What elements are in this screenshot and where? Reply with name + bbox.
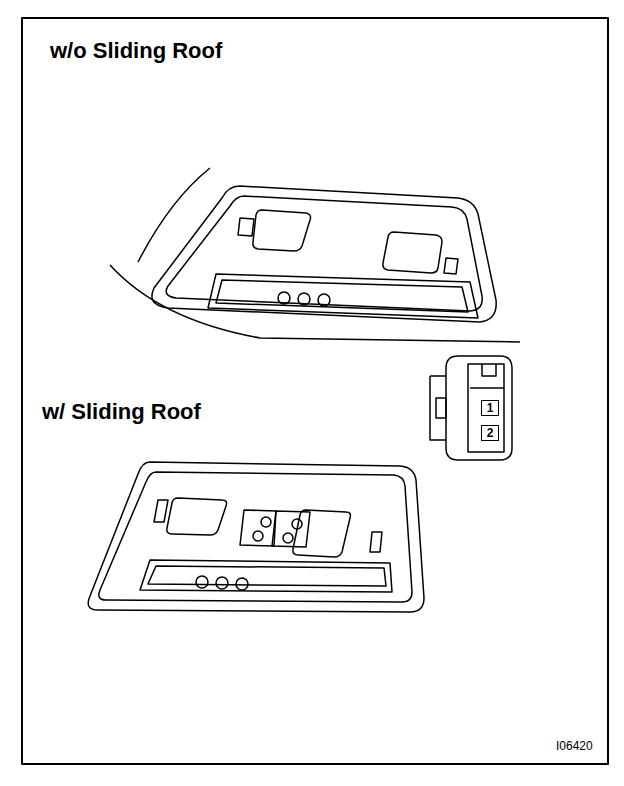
pin-number: 1 [487, 402, 494, 414]
pin-box: 1 [481, 400, 499, 416]
page-frame [22, 18, 608, 764]
heading-label: w/o Sliding Roof [50, 40, 222, 62]
roof-console-sliding [88, 462, 424, 612]
connector-housing [430, 356, 512, 460]
roof-console [110, 168, 520, 342]
heading-label: w/ Sliding Roof [42, 401, 201, 423]
figure-code: I06420 [556, 740, 593, 752]
pin-box: 2 [481, 425, 499, 441]
pin-number: 2 [487, 427, 494, 439]
